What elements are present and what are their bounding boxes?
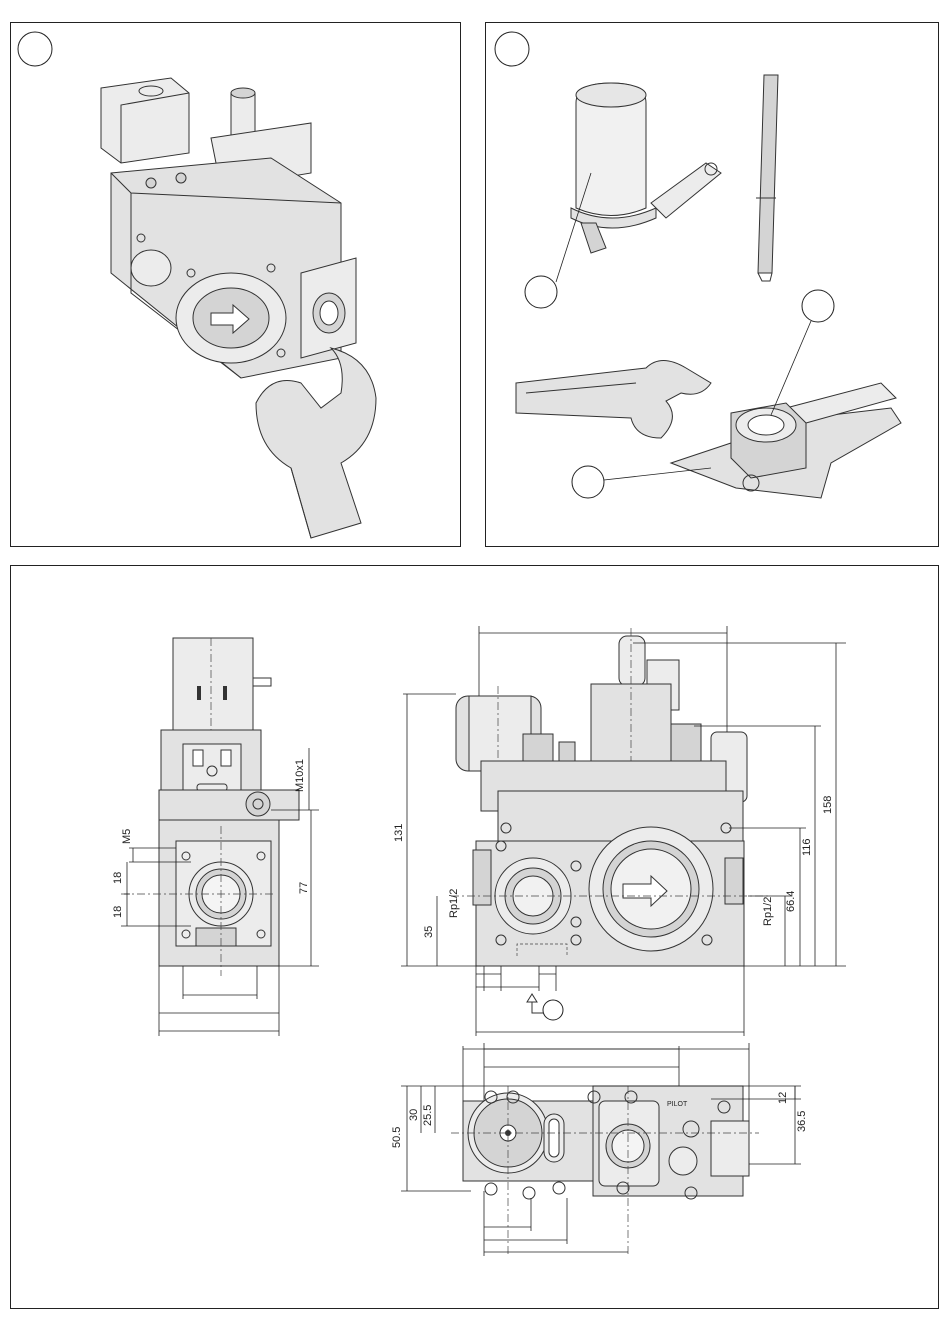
gas-valve-3d [101, 78, 356, 378]
pilot-port-label: PILOT [667, 1101, 688, 1108]
dim-30-label: 30 [408, 1109, 420, 1121]
dim-12-label: 12 [777, 1092, 789, 1104]
dimension-drawings-svg: M5 18 18 M10x1 77 [11, 566, 940, 1310]
callout-circle [18, 32, 52, 66]
callout-circle [525, 276, 557, 308]
dim-36-5-label: 36.5 [796, 1111, 808, 1132]
callout-circle [543, 1000, 563, 1020]
dim-66-4-label: 66.4 [785, 891, 797, 912]
outlet-rp-label: Rp1/2 [762, 897, 774, 926]
tools-parts-illustration [486, 23, 940, 548]
dim-131-label: 131 [393, 824, 405, 842]
dim-18a-label: 18 [112, 872, 124, 884]
panel-tools-parts [485, 22, 939, 547]
dim-35-label: 35 [423, 926, 435, 938]
dim-25-5-label: 25.5 [422, 1105, 434, 1126]
protective-cap [571, 83, 721, 253]
side-view: M5 18 18 M10x1 77 [112, 638, 319, 1036]
inlet-rp-label: Rp1/2 [448, 889, 460, 918]
nut-plate-assembly [671, 383, 901, 498]
panel-dimension-drawings: M5 18 18 M10x1 77 [10, 565, 939, 1309]
dim-158-label: 158 [822, 796, 834, 814]
dim-50-5-label: 50.5 [391, 1127, 403, 1148]
panel-valve-wrench [10, 22, 461, 547]
wrench [256, 348, 376, 538]
callout-circle [802, 290, 834, 322]
dim-116-label: 116 [801, 838, 813, 856]
m10x1-label: M10x1 [294, 759, 306, 792]
m5-label: M5 [121, 829, 133, 844]
callout-circle [572, 466, 604, 498]
screwdriver [756, 75, 778, 281]
top-view: PILOT 50.5 30 25.5 12 36.5 [391, 1043, 808, 1256]
callout-circle [495, 32, 529, 66]
open-end-wrench [516, 361, 711, 439]
dim-77-label: 77 [298, 882, 310, 894]
valve-wrench-illustration [11, 23, 462, 548]
front-view: 158 116 66.4 Rp1/2 131 35 Rp1/2 [393, 626, 846, 1036]
dim-18b-label: 18 [112, 906, 124, 918]
